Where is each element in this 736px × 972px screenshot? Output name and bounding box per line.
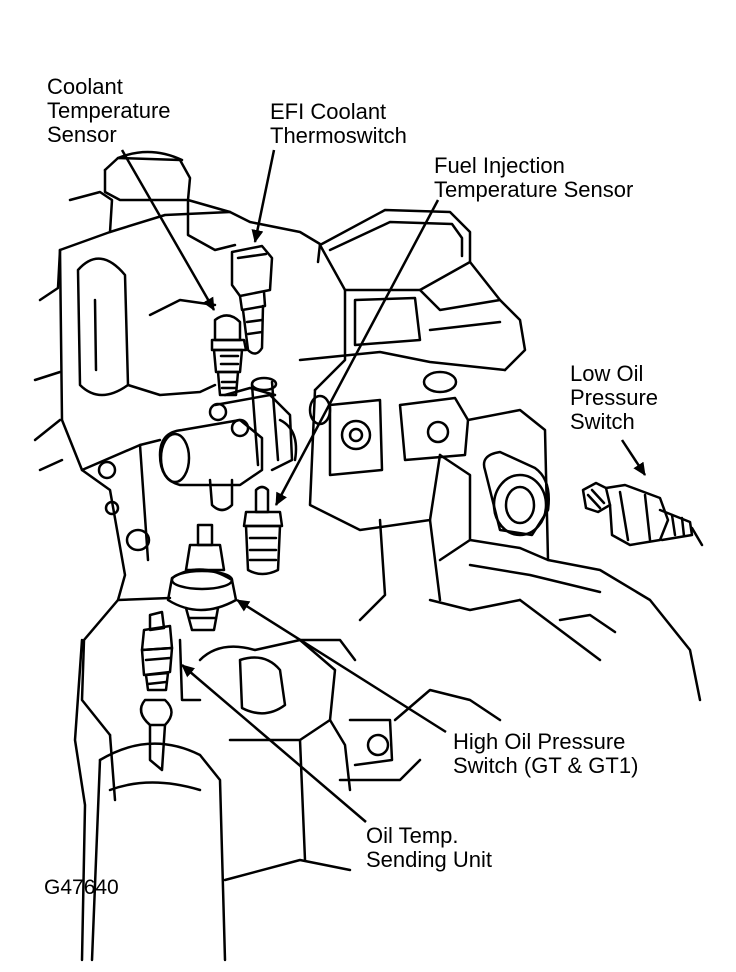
low-oil-switch-part <box>581 481 704 547</box>
label-efi-coolant-thermoswitch: EFI Coolant Thermoswitch <box>270 99 407 148</box>
label-coolant-temperature-sensor: Coolant Temperature Sensor <box>47 74 171 147</box>
engine-block <box>33 150 322 962</box>
leader-lines <box>120 149 647 823</box>
leader-coolant-temp-sensor <box>120 149 216 311</box>
high-oil-switch-part <box>166 523 238 632</box>
lower-housing <box>90 638 502 962</box>
intake-housing <box>298 208 550 622</box>
oil-temp-unit-part <box>140 610 174 692</box>
label-fuel-injection-temperature-sensor: Fuel Injection Temperature Sensor <box>434 153 634 202</box>
label-oil-temp-sending-unit: Oil Temp. Sending Unit <box>366 823 492 872</box>
label-high-oil-pressure-switch: High Oil Pressure Switch (GT & GT1) <box>453 729 639 778</box>
fuel-injection-sensor-part <box>242 485 284 576</box>
label-low-oil-pressure-switch: Low Oil Pressure Switch <box>570 361 659 434</box>
leader-oil-temp-unit <box>181 664 367 823</box>
oil-boss <box>428 450 702 702</box>
leader-efi-thermoswitch <box>251 149 276 243</box>
coolant-temp-sensor-part <box>210 314 248 397</box>
figure-id: G47640 <box>44 876 119 899</box>
leader-high-oil-switch <box>236 598 447 734</box>
leader-low-oil-switch <box>620 439 647 476</box>
efi-thermoswitch-part <box>230 244 274 355</box>
coolant-outlet <box>158 376 298 512</box>
leader-fuel-injection-sensor <box>274 199 440 506</box>
